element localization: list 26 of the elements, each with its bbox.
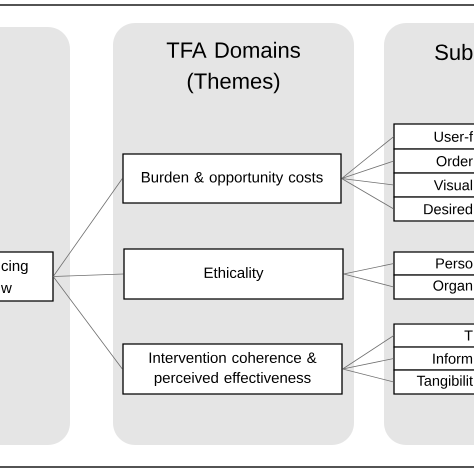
subtheme-box: Inform (393, 346, 474, 371)
connector-line (52, 274, 124, 277)
connector-line (341, 178, 394, 186)
theme-box: Intervention coherence & perceived effectiveness (122, 343, 343, 395)
subtheme-box: Tangibilit (393, 369, 474, 395)
subtheme-box: T (393, 323, 474, 348)
subtheme-box: User-f (393, 123, 474, 150)
connector-line (342, 368, 394, 382)
connector-line (341, 178, 394, 210)
subtheme-box: Organ (393, 274, 474, 300)
connector-line (52, 178, 123, 277)
connector-line (52, 276, 123, 370)
subtheme-box: Desired (393, 196, 474, 222)
theme-box: Burden & opportunity costs (122, 153, 342, 204)
connector-line (341, 160, 394, 179)
connector-line (343, 274, 394, 288)
subtheme-box: Visual (393, 172, 474, 198)
connector-line (343, 263, 394, 274)
text-box: cing w (0, 251, 54, 302)
connector-line (341, 136, 394, 179)
theme-box: Ethicality (123, 248, 344, 300)
connector-line (342, 358, 394, 370)
subtheme-box: Order (393, 148, 474, 174)
subtheme-box: Perso (393, 251, 474, 276)
connector-line (342, 335, 394, 370)
column-panel (0, 27, 70, 445)
